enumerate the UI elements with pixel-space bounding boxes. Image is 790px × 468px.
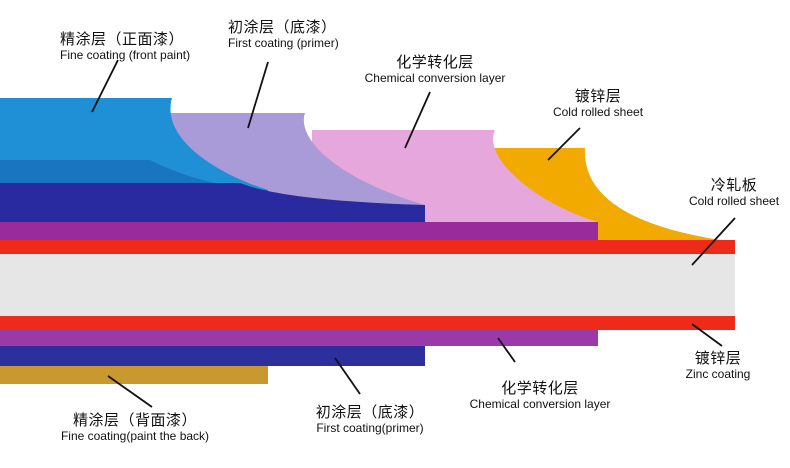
label-bottom-galvanized-cn: 镀锌层 — [694, 349, 742, 367]
label-top-galvanized: 镀锌层 Cold rolled sheet — [553, 87, 643, 120]
leader-bottom-fine — [107, 375, 153, 408]
label-top-first-coating-en: First coating (primer) — [228, 36, 339, 50]
label-top-first-coating-cn: 初涂层（底漆） — [228, 18, 337, 36]
top-chemical-band — [0, 222, 598, 242]
label-bottom-galvanized-en: Zinc coating — [685, 367, 751, 381]
leader-bottom-zinc — [691, 323, 723, 347]
leader-top-primer — [247, 61, 269, 129]
leader-top-chemical — [404, 91, 431, 149]
core-steel-sheet — [0, 254, 735, 316]
label-bottom-fine-coating-en: Fine coating(paint the back) — [60, 429, 210, 443]
label-bottom-fine-coating: 精涂层（背面漆） Fine coating(paint the back) — [61, 411, 209, 444]
label-top-galvanized-en: Cold rolled sheet — [552, 105, 644, 119]
label-top-first-coating: 初涂层（底漆） First coating (primer) — [228, 18, 339, 51]
leader-top-fine — [91, 59, 119, 113]
label-bottom-galvanized: 镀锌层 Zinc coating — [686, 349, 751, 382]
label-cold-rolled-en: Cold rolled sheet — [688, 194, 780, 208]
label-top-fine-coating-cn: 精涂层（正面漆） — [60, 30, 185, 48]
label-cold-rolled: 冷轧板 Cold rolled sheet — [689, 176, 779, 209]
label-bottom-first-coating-cn: 初涂层（底漆） — [315, 403, 425, 421]
label-bottom-chemical-conversion: 化学转化层 Chemical conversion layer — [470, 379, 611, 412]
top-zinc-strip — [0, 240, 735, 254]
label-bottom-first-coating-en: First coating(primer) — [316, 421, 424, 435]
leader-top-zinc — [547, 127, 581, 161]
label-top-chemical-conversion: 化学转化层 Chemical conversion layer — [365, 53, 506, 86]
label-top-fine-coating: 精涂层（正面漆） Fine coating (front paint) — [60, 30, 190, 63]
leader-cold-rolled — [691, 217, 736, 266]
label-top-galvanized-cn: 镀锌层 — [574, 87, 622, 105]
bottom-fine-coating-band — [0, 366, 268, 384]
label-bottom-chemical-conversion-cn: 化学转化层 — [501, 379, 579, 397]
leader-bottom-chemical — [497, 337, 516, 363]
bottom-primer-band — [0, 346, 425, 366]
label-bottom-first-coating: 初涂层（底漆） First coating(primer) — [316, 403, 425, 436]
label-bottom-chemical-conversion-en: Chemical conversion layer — [469, 397, 611, 411]
bottom-zinc-strip — [0, 316, 735, 330]
bottom-chemical-band — [0, 330, 598, 346]
label-top-chemical-conversion-en: Chemical conversion layer — [364, 71, 506, 85]
label-top-fine-coating-en: Fine coating (front paint) — [60, 48, 191, 62]
label-top-chemical-conversion-cn: 化学转化层 — [396, 53, 474, 71]
top-primer-band — [0, 183, 425, 226]
label-cold-rolled-cn: 冷轧板 — [710, 176, 758, 194]
label-bottom-fine-coating-cn: 精涂层（背面漆） — [72, 411, 197, 429]
leader-bottom-primer — [334, 357, 361, 395]
